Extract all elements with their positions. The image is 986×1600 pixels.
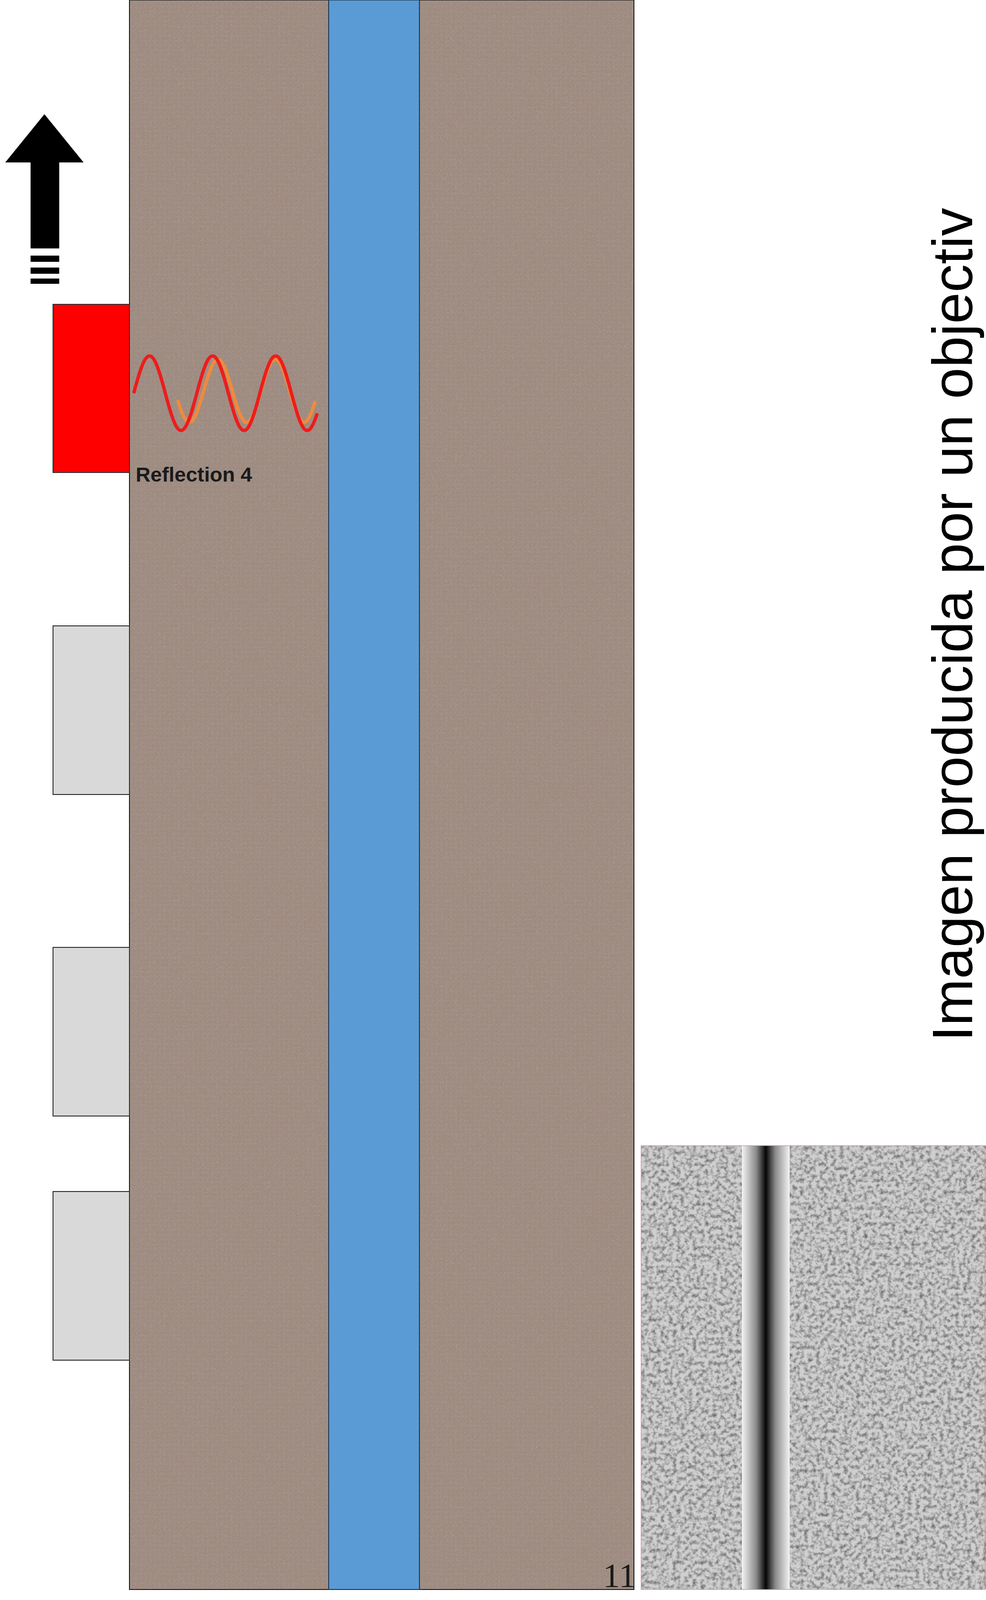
side-caption: Imagen producida por un objectiv [924, 207, 981, 1042]
rock-slab [129, 0, 634, 1590]
page-number: 11 [602, 1558, 636, 1593]
result-image [641, 1145, 986, 1590]
water-layer [328, 0, 420, 1590]
sensor [53, 1191, 130, 1361]
direction-arrow [5, 114, 84, 284]
reflection-waves [133, 355, 318, 431]
active-sensor [53, 304, 130, 473]
emitted-wave [133, 355, 318, 431]
reflection-label: Reflection 4 [135, 464, 253, 485]
sensor [53, 625, 130, 795]
sensor [53, 947, 130, 1116]
